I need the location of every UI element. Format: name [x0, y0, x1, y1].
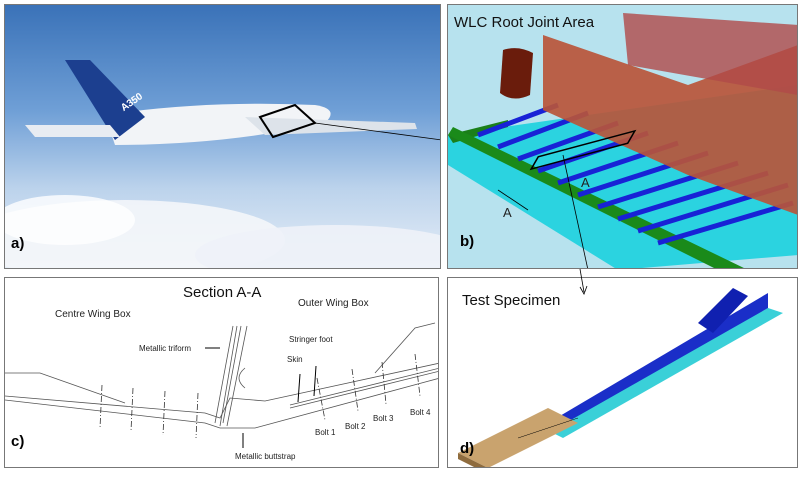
panel-c-label: c) [11, 433, 25, 450]
bolt-4-label: Bolt 4 [410, 408, 431, 417]
panel-a-label: a) [11, 235, 25, 252]
panel-c-section-drawing: Section A-A Centre Wing Box Outer Wing B… [4, 277, 439, 468]
panel-a-aircraft-photo: A350 a) [4, 4, 441, 269]
bolt-1-label: Bolt 1 [315, 428, 336, 437]
aircraft-illustration [5, 60, 440, 268]
panel-c-title: Section A-A [183, 284, 262, 301]
metallic-triform-label: Metallic triform [139, 344, 192, 353]
section-marker-a-left: A [503, 205, 512, 220]
skin-label: Skin [287, 355, 303, 364]
panel-d-title: Test Specimen [462, 292, 561, 309]
bolt-2-label: Bolt 2 [345, 422, 366, 431]
bolt-3-label: Bolt 3 [373, 414, 394, 423]
panel-d-test-specimen: Test Specimen d) [447, 277, 798, 468]
panel-b-label: b) [460, 233, 475, 250]
panel-d-label: d) [460, 440, 475, 457]
section-drawing [5, 322, 438, 448]
outer-wing-box-label: Outer Wing Box [298, 298, 369, 309]
centre-wing-box-label: Centre Wing Box [55, 309, 131, 320]
stringer-foot-label: Stringer foot [289, 335, 333, 344]
panel-b-root-joint-cad: WLC Root Joint Area A A b) [447, 4, 798, 269]
metallic-buttstrap-label: Metallic buttstrap [235, 452, 296, 461]
test-specimen-illustration [458, 288, 783, 467]
panel-b-title: WLC Root Joint Area [454, 14, 595, 31]
section-marker-a-right: A [581, 175, 590, 190]
root-joint-cad-illustration [448, 13, 797, 268]
